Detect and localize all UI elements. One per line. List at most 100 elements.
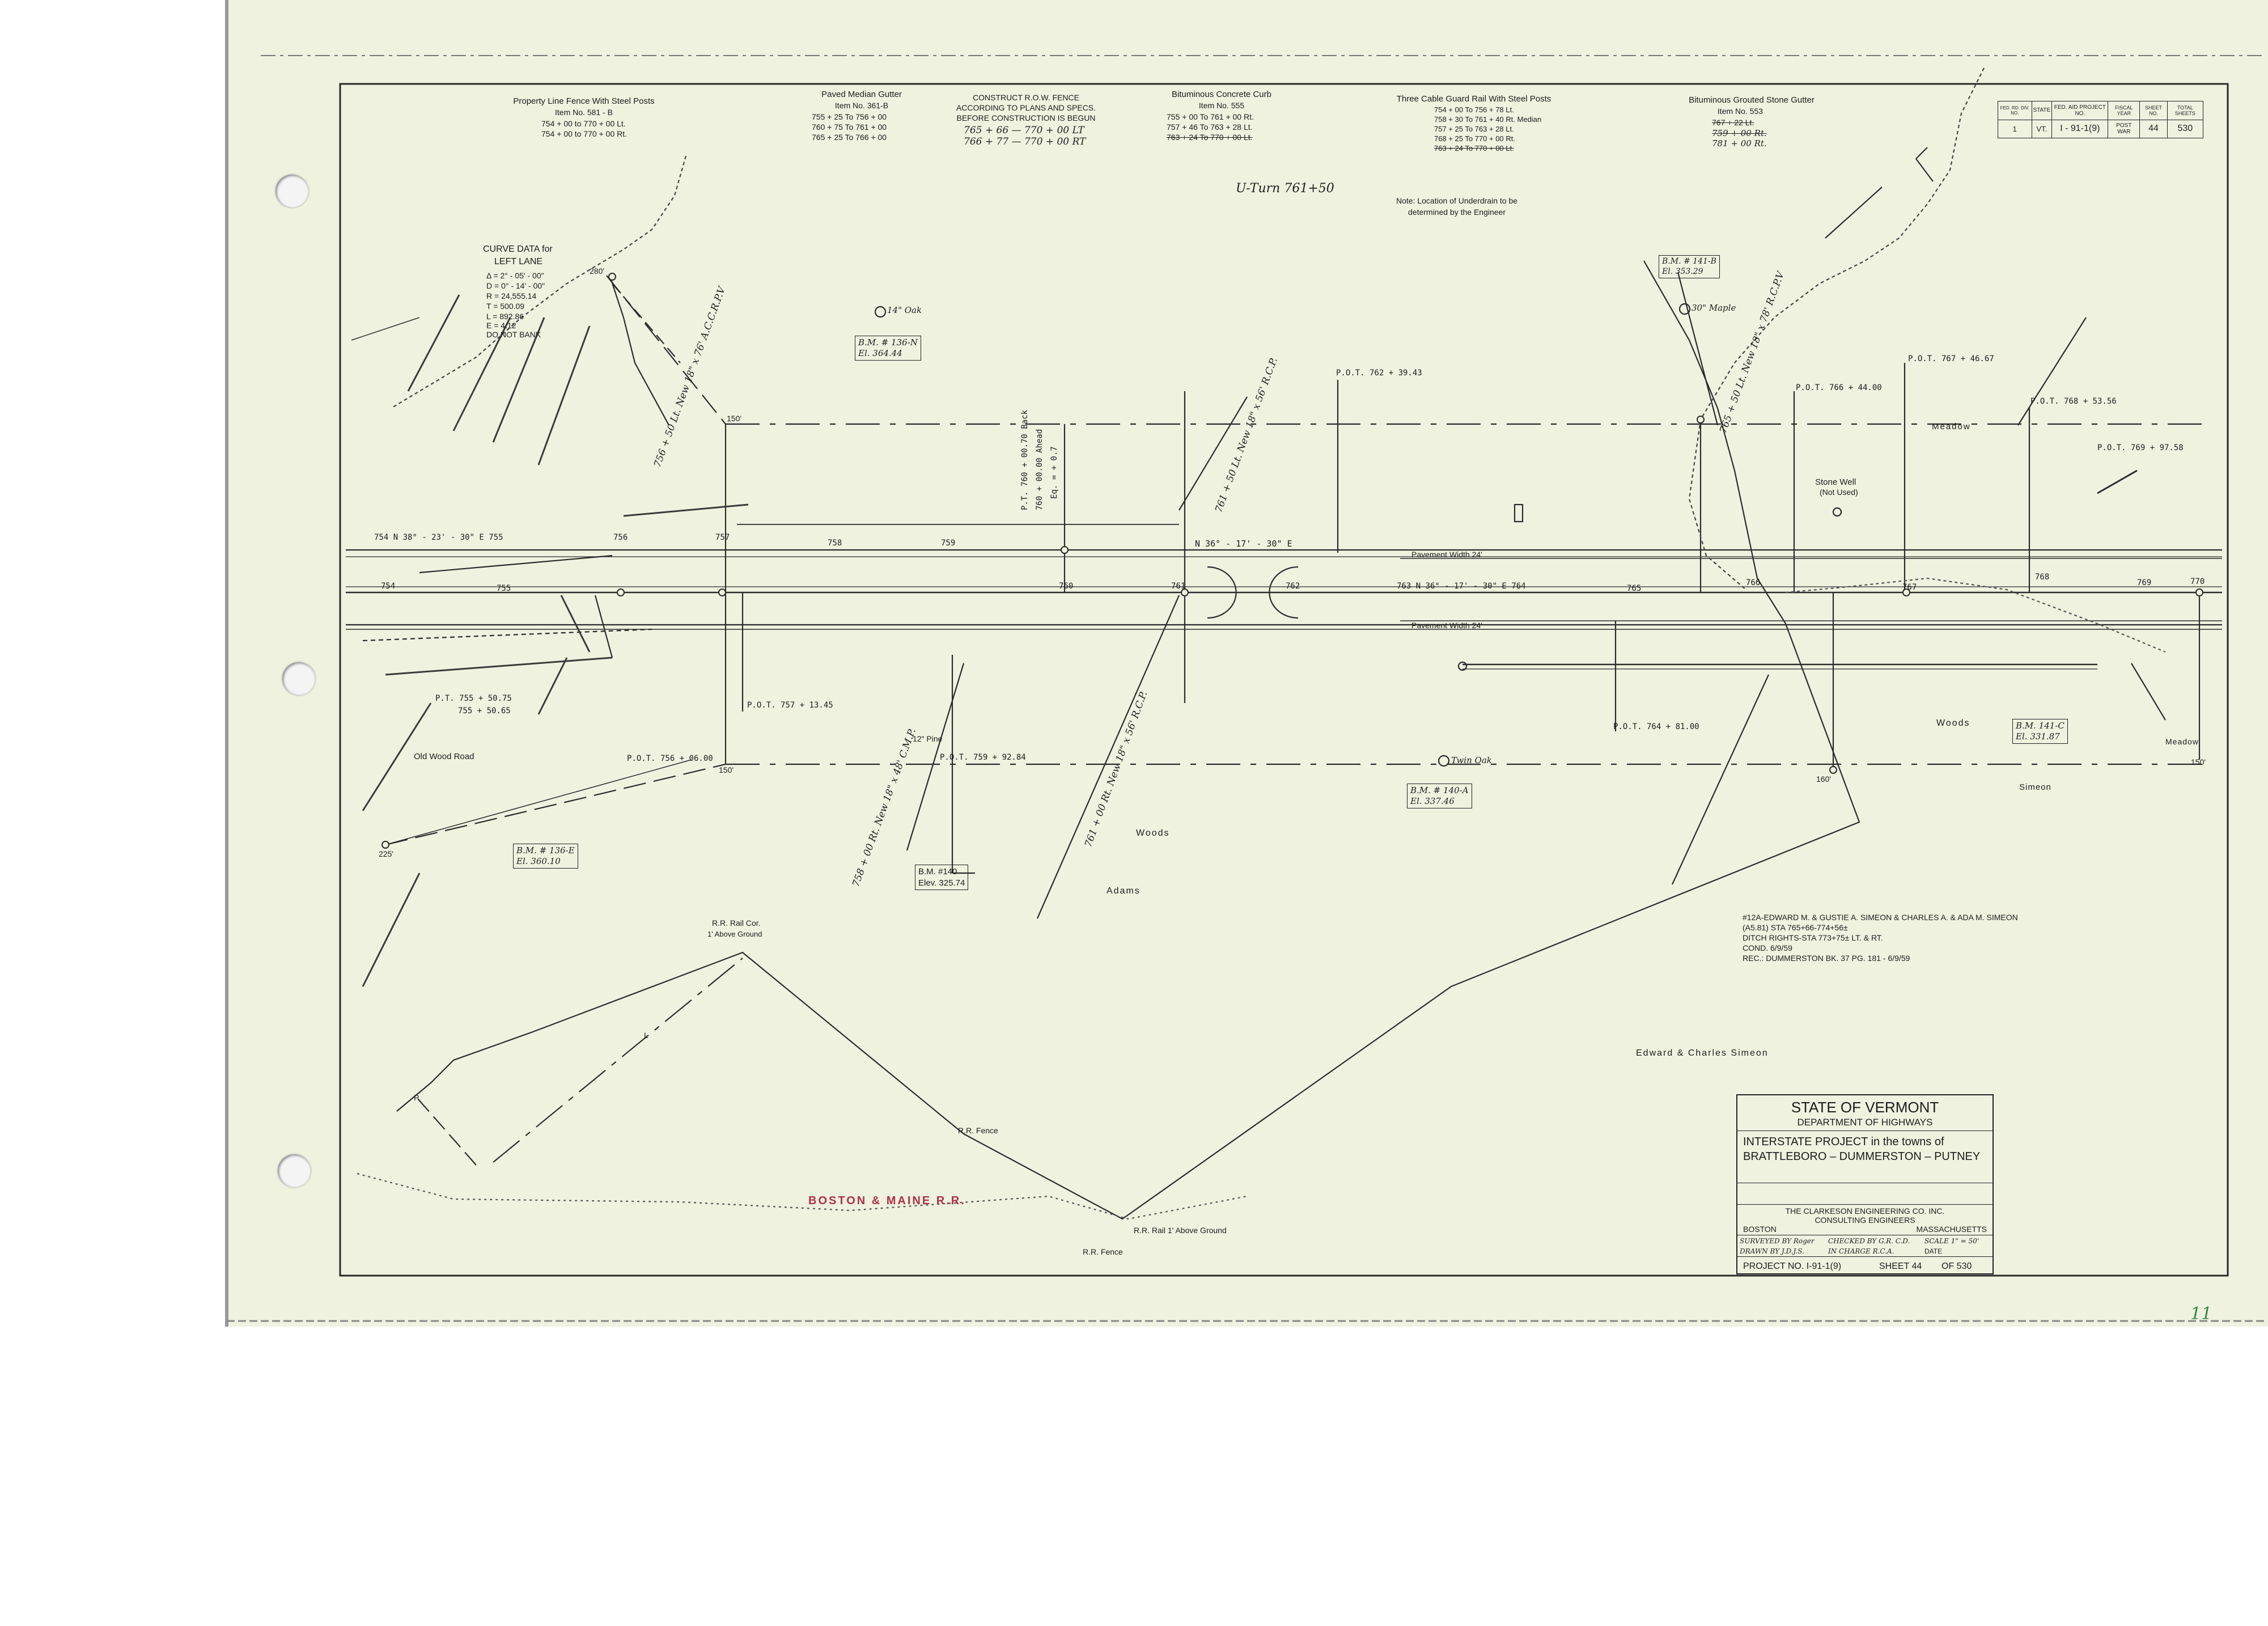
station-number: 755	[497, 584, 511, 593]
pavement-width: Pavement Width 24'	[1411, 621, 1482, 630]
rr-label: 1' Above Ground	[707, 930, 762, 938]
curve-value: T = 500.09	[486, 302, 525, 311]
curve-title: CURVE DATA for	[483, 244, 553, 254]
railroad-name: BOSTON & MAINE R.R.	[808, 1195, 966, 1207]
table-cell: POST WAR	[2108, 119, 2140, 138]
area-label: Meadow	[2165, 737, 2199, 746]
curve-title: LEFT LANE	[494, 257, 543, 266]
corner-mark: 11	[2190, 1304, 2212, 1324]
rr-label: R.R. Fence	[1083, 1247, 1123, 1256]
station-number: 761	[1171, 582, 1186, 591]
station-number: 760	[1059, 582, 1074, 591]
curve-value: D = 0° - 14' - 00"	[486, 281, 545, 290]
width-label: 150'	[727, 414, 742, 423]
date-label: DATE	[1924, 1247, 1943, 1255]
table-header: FED. AID PROJECT NO.	[2051, 101, 2109, 120]
table-cell: 44	[2139, 119, 2168, 138]
station-number: 765	[1627, 584, 1642, 593]
gutter-item: Item No. 553	[1717, 107, 1763, 116]
pl-marker: L	[644, 1031, 648, 1040]
median-item: Item No. 361-B	[834, 101, 889, 110]
pot-label: P.O.T. 762 + 39.43	[1336, 369, 1422, 378]
station-number: 768	[2035, 573, 2050, 582]
curve-value: R = 24,555.14	[486, 291, 537, 300]
width-label: 150'	[719, 765, 734, 774]
median-range: 760 + 75 To 761 + 00	[812, 122, 887, 132]
curve-value: L = 892.86	[486, 312, 524, 321]
benchmark-box: B.M. #140 Elev. 325.74	[915, 865, 969, 890]
table-header: FISCAL YEAR	[2108, 101, 2140, 120]
deed-note: REC.: DUMMERSTON BK. 37 PG. 181 - 6/9/59	[1743, 954, 1910, 963]
underdrain-note: determined by the Engineer	[1408, 208, 1506, 217]
surveyed-by: SURVEYED BY Roger	[1740, 1237, 1815, 1245]
fence-item: Item No. 581 - B	[555, 108, 613, 117]
benchmark-label: B.M. # 140-A	[1410, 785, 1469, 795]
station-number: 769	[2137, 578, 2152, 587]
benchmark-elevation: Elev. 325.74	[918, 878, 965, 888]
fence-heading: Property Line Fence With Steel Posts	[513, 96, 655, 106]
benchmark-elevation: El. 337.46	[1410, 795, 1455, 806]
table-header: FED. RD. DIV. NO.	[1998, 101, 2032, 120]
bearing-label: 763 N 36° - 17' - 30" E 764	[1397, 582, 1526, 591]
row-fence-range: 765 + 66 — 770 + 00 LT	[964, 125, 1084, 136]
area-label: Adams	[1107, 886, 1141, 896]
pot-label: P.O.T. 764 + 81.00	[1613, 722, 1699, 731]
deed-note: #12A-EDWARD M. & GUSTIE A. SIMEON & CHAR…	[1743, 913, 2018, 922]
row-fence-note: CONSTRUCT R.O.W. FENCE	[973, 93, 1079, 102]
pot-label: P.O.T. 756 + 06.00	[627, 754, 713, 763]
deed-note: DITCH RIGHTS-STA 773+75± LT. & RT.	[1743, 933, 1883, 942]
pot-label: P.O.T. 766 + 44.00	[1796, 383, 1882, 392]
benchmark-label: B.M. # 136-N	[858, 337, 918, 348]
drawing-sheet	[227, 0, 2268, 1327]
in-charge: IN CHARGE R.C.A.	[1828, 1247, 1894, 1255]
engineer-name: THE CLARKESON ENGINEERING CO. INC.	[1785, 1206, 1945, 1216]
uturn-note: U-Turn 761+50	[1236, 181, 1334, 196]
gutter-heading: Bituminous Grouted Stone Gutter	[1689, 95, 1815, 105]
engineer-state: MASSACHUSETTS	[1916, 1225, 1987, 1234]
binder-hole	[282, 662, 315, 695]
underdrain-note: Note: Location of Underdrain to be	[1396, 196, 1518, 205]
state-name: STATE OF VERMONT	[1791, 1099, 1939, 1116]
deed-note: COND. 6/9/59	[1743, 943, 1792, 952]
benchmark-label: B.M. #140	[918, 867, 957, 876]
width-label: 150'	[2191, 757, 2206, 767]
curb-heading: Bituminous Concrete Curb	[1172, 90, 1271, 99]
deed-note: (A5.81) STA 765+66-774+56±	[1743, 923, 1848, 932]
station-number: 759	[941, 539, 956, 548]
sheet-number: SHEET 44	[1879, 1261, 1922, 1271]
owner-label: Edward & Charles Simeon	[1636, 1048, 1769, 1058]
rr-label: R.R. Rail Cor.	[712, 918, 761, 928]
table-cell: 530	[2167, 119, 2204, 138]
sheet-total: OF 530	[1941, 1261, 1972, 1271]
binder-hole	[278, 1154, 311, 1187]
stone-well-label: (Not Used)	[1820, 488, 1858, 497]
fence-range: 754 + 00 to 770 + 00 Lt.	[541, 119, 626, 128]
tree-label: 14" Oak	[887, 305, 922, 315]
gutter-range: 767 + 22 Lt.	[1712, 118, 1754, 127]
title-block: STATE OF VERMONT DEPARTMENT OF HIGHWAYS …	[1736, 1094, 1994, 1274]
binder-hole	[275, 175, 308, 208]
station-number: 762	[1286, 582, 1300, 591]
pot-label: P.O.T. 768 + 53.56	[2030, 397, 2117, 406]
pavement-width: Pavement Width 24'	[1411, 550, 1482, 559]
tree-label: 30" Maple	[1692, 303, 1736, 313]
rr-label: R.R. Rail 1' Above Ground	[1134, 1226, 1227, 1235]
table-header: TOTAL SHEETS	[2167, 101, 2204, 120]
row-fence-range: 766 + 77 — 770 + 00 RT	[964, 136, 1086, 147]
drawn-by: DRAWN BY J.D.J.S.	[1740, 1247, 1804, 1255]
pot-label: P.O.T. 759 + 92.84	[940, 753, 1026, 762]
width-label: 280'	[590, 266, 605, 276]
bearing-label: 754 N 38° - 23' - 30" E 755	[374, 533, 503, 542]
benchmark-elevation: El. 364.44	[858, 348, 902, 358]
bearing-label: N 36° - 17' - 30" E	[1195, 539, 1292, 549]
row-fence-note: ACCORDING TO PLANS AND SPECS.	[956, 103, 1096, 112]
curb-range: 755 + 00 To 761 + 00 Rt.	[1167, 112, 1254, 121]
fence-range: 754 + 00 to 770 + 00 Rt.	[541, 129, 628, 138]
engineer-city: BOSTON	[1743, 1225, 1777, 1234]
area-label: Woods	[1936, 718, 1970, 728]
benchmark-elevation: El. 360.10	[516, 856, 561, 866]
table-header: STATE	[2031, 101, 2053, 120]
table-header: SHEET NO.	[2139, 101, 2168, 120]
curb-item: Item No. 555	[1198, 101, 1245, 110]
guardrail-heading: Three Cable Guard Rail With Steel Posts	[1396, 94, 1551, 104]
